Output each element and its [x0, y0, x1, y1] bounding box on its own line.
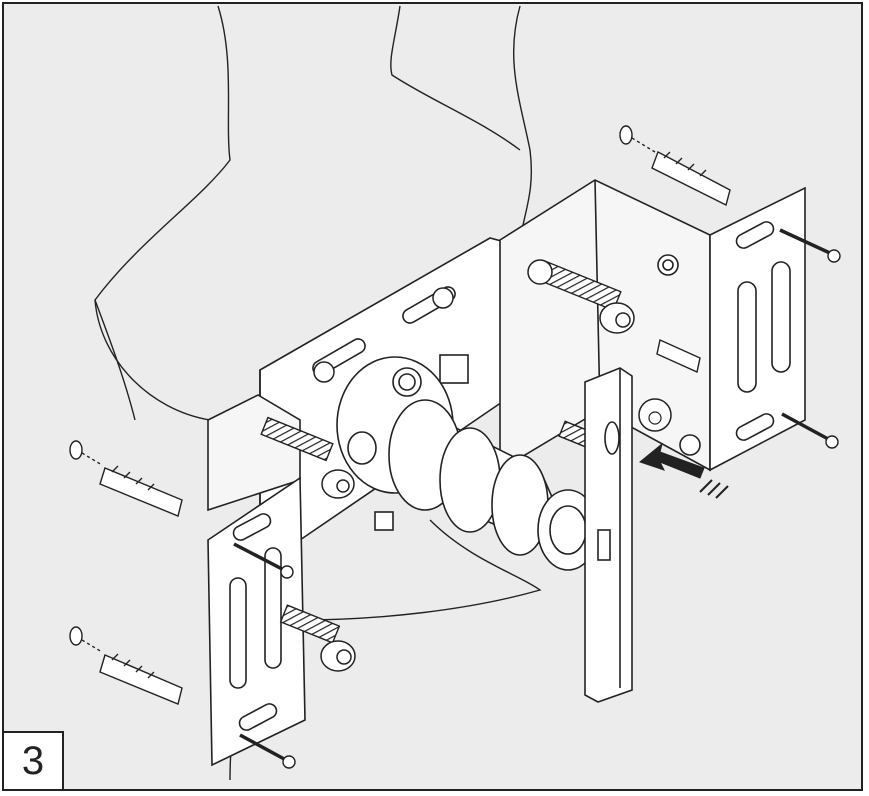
push-arrow: [638, 398, 729, 499]
wall-plugs: [69, 125, 731, 705]
step-number-box: 3: [2, 731, 64, 791]
spirit-level: [584, 367, 633, 703]
wall-plug-left-bottom: [69, 626, 183, 705]
screws: [233, 228, 841, 769]
wall-plug-top-right: [619, 125, 731, 207]
left-bracket: [207, 394, 306, 767]
screw-left-top: [233, 542, 294, 579]
step-number: 3: [21, 739, 45, 783]
screw-mid-right: [781, 412, 839, 449]
wall-plug-mid-right: [656, 339, 701, 373]
wall-plug-left-top: [69, 440, 183, 517]
wall-recess: [94, 5, 542, 781]
hex-nuts: [313, 259, 635, 672]
screw-top-right: [779, 228, 841, 263]
screw-left-bottom: [239, 733, 296, 769]
